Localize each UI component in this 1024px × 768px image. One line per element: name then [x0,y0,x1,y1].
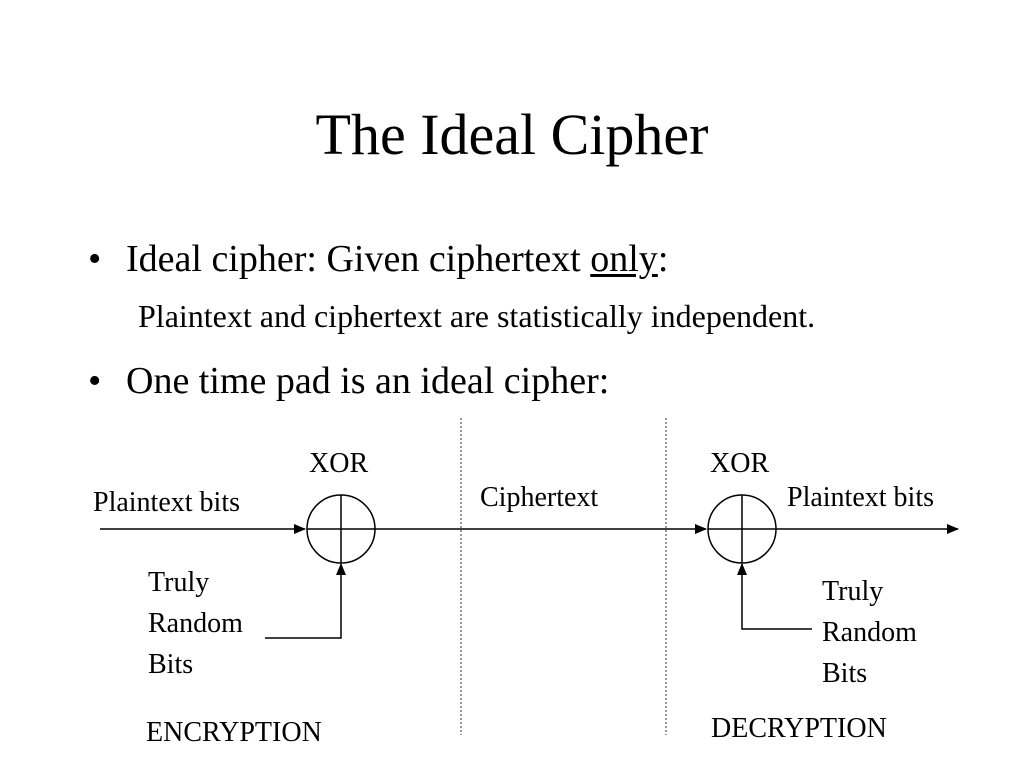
random-bits-left-arrow [265,563,346,639]
decryption-label: DECRYPTION [711,713,887,744]
random-left-line-3: Bits [148,649,193,680]
random-right-line-3: Bits [822,658,867,689]
bullet-emphasis: only [590,238,658,280]
slide-title: The Ideal Cipher [315,102,709,167]
xor-right-label: XOR [710,448,769,479]
ciphertext-label: Ciphertext [480,482,598,513]
plaintext-output-label: Plaintext bits [787,482,934,513]
random-left-line-2: Random [148,608,243,639]
random-left-line-1: Truly [148,567,209,598]
bullet-marker: • [88,360,102,402]
plaintext-input-label: Plaintext bits [93,487,240,518]
random-bits-right-arrow [737,563,812,630]
sub-point-independence: Plaintext and ciphertext are statistical… [138,298,816,334]
bullet-marker: • [88,238,102,280]
random-right-line-2: Random [822,617,917,648]
encryption-label: ENCRYPTION [146,717,322,748]
xor-right-icon [707,494,777,564]
bullet-text: One time pad is an ideal cipher: [126,360,610,402]
random-right-line-1: Truly [822,576,883,607]
bullet-one-time-pad: • One time pad is an ideal cipher: [88,358,609,404]
xor-left-label: XOR [309,448,368,479]
xor-left-icon [306,494,376,564]
bullet-text-prefix: Ideal cipher: Given ciphertext [126,238,591,280]
bullet-ideal-cipher: • Ideal cipher: Given ciphertext only: [88,236,668,282]
bullet-text-suffix: : [657,238,669,280]
